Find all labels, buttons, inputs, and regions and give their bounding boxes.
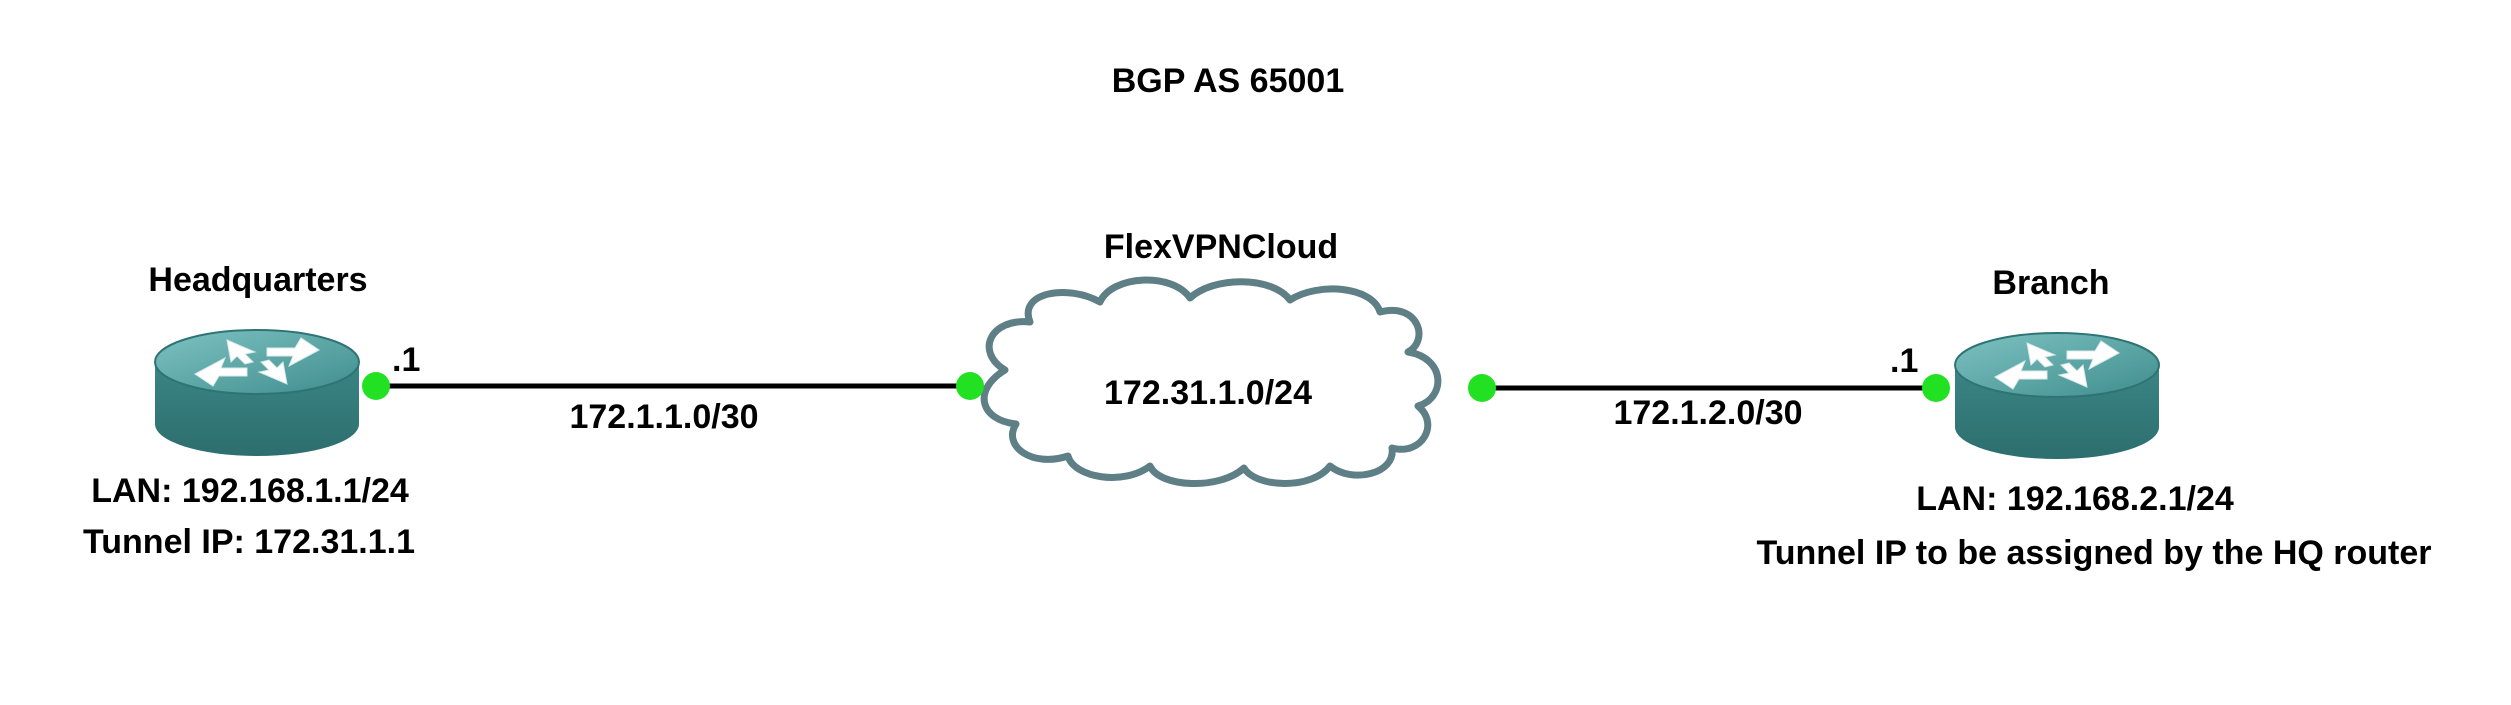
hq-router-name: Headquarters (148, 261, 368, 299)
hq-interface-host: .1 (392, 341, 421, 379)
branch-lan: LAN: 192.168.2.1/24 (1916, 480, 2234, 518)
hq-port-dot (362, 372, 390, 400)
hq-router-icon (154, 329, 360, 457)
cloud-icon (980, 276, 1442, 487)
hq-tunnel-ip: Tunnel IP: 172.31.1.1 (83, 523, 415, 561)
cloud-subnet: 172.31.1.0/24 (1104, 374, 1312, 412)
cloud-right-port-dot (1468, 374, 1496, 402)
diagram-title: BGP AS 65001 (1111, 62, 1345, 100)
branch-tunnel-ip: Tunnel IP to be assigned by the HQ route… (1756, 534, 2432, 572)
branch-router-name: Branch (1992, 264, 2110, 302)
branch-link-subnet: 172.1.2.0/30 (1613, 394, 1803, 432)
branch-interface-host: .1 (1890, 342, 1919, 380)
hq-link-subnet: 172.1.1.0/30 (569, 398, 759, 436)
hq-lan: LAN: 192.168.1.1/24 (91, 472, 409, 510)
cloud-left-port-dot (956, 372, 984, 400)
branch-port-dot (1922, 374, 1950, 402)
branch-router-icon (1954, 332, 2160, 460)
cloud-name: FlexVPNCloud (1103, 228, 1339, 266)
